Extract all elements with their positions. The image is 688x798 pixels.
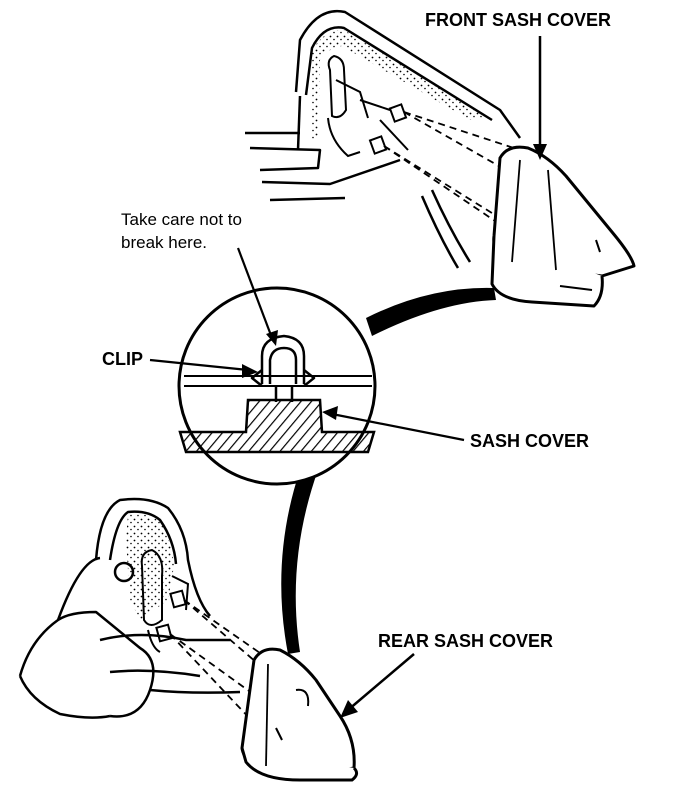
front-sash-cover-label: FRONT SASH COVER: [425, 10, 612, 30]
sash-cover-label: SASH COVER: [470, 431, 590, 451]
front-sash-cover-part: [490, 145, 636, 308]
rear-clip-assembly: [140, 548, 190, 653]
detail-magnifier: [177, 247, 377, 486]
sash-label-leader: [322, 406, 465, 442]
front-clip-assembly: [327, 54, 409, 158]
caution-note-line-2: break here.: [121, 233, 207, 252]
front-pillar: [245, 9, 522, 269]
caution-note-line-1: Take care not to: [121, 210, 242, 229]
upper-connector-band: [366, 287, 496, 336]
rear-label-leader: [340, 653, 415, 718]
lower-connector-band: [281, 470, 318, 654]
clip-label-leader: [149, 358, 258, 378]
clip-label: CLIP: [102, 349, 144, 369]
rear-pillar: [18, 497, 241, 719]
caution-note: Take care not to break here.: [121, 208, 331, 254]
rear-sash-cover-part: [240, 647, 359, 782]
rear-sash-cover-label: REAR SASH COVER: [378, 631, 554, 651]
front-label-leader: [533, 36, 547, 160]
